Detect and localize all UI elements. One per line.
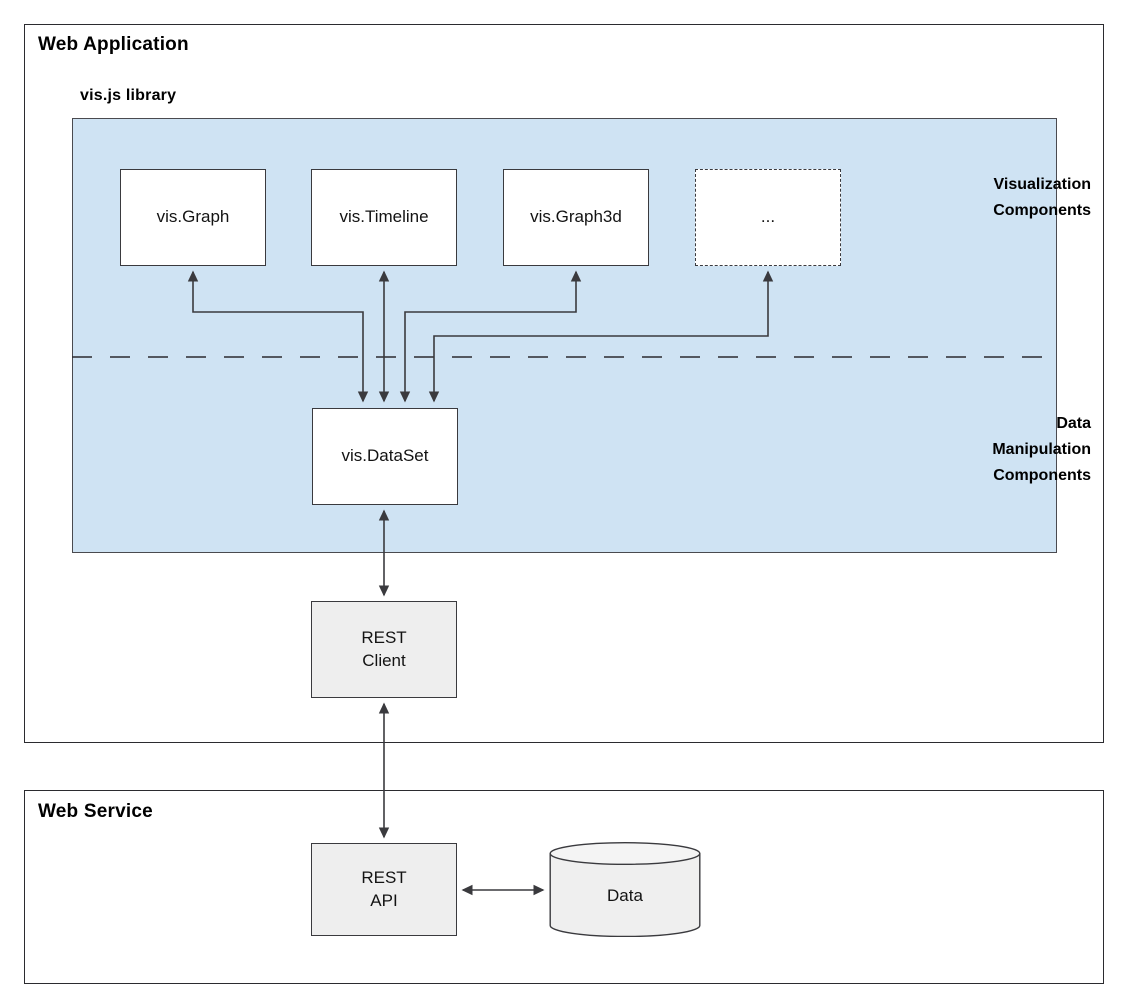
node-vis-dataset[interactable]: vis.DataSet xyxy=(312,408,458,505)
frame-title-web-application: Web Application xyxy=(38,34,189,55)
frame-web-service xyxy=(24,790,1104,984)
node-vis-graph[interactable]: vis.Graph xyxy=(120,169,266,266)
node-vis-graph3d[interactable]: vis.Graph3d xyxy=(503,169,649,266)
node-rest-api[interactable]: REST API xyxy=(311,843,457,936)
node-more-components[interactable]: ... xyxy=(695,169,841,266)
node-more-components-label: ... xyxy=(760,207,776,227)
node-vis-dataset-label: vis.DataSet xyxy=(341,446,429,466)
database-cylinder-icon xyxy=(549,841,701,938)
label-visualization-components: Visualization Components xyxy=(993,176,1091,219)
node-data-store-label: Data xyxy=(607,885,643,905)
node-vis-timeline[interactable]: vis.Timeline xyxy=(311,169,457,266)
node-rest-client[interactable]: REST Client xyxy=(311,601,457,698)
frame-web-application xyxy=(24,24,1104,743)
node-vis-timeline-label: vis.Timeline xyxy=(339,207,429,227)
panel-title-visjs-library: vis.js library xyxy=(80,87,177,104)
node-vis-graph3d-label: vis.Graph3d xyxy=(530,207,622,227)
node-vis-graph-label: vis.Graph xyxy=(156,207,230,227)
node-data-store[interactable]: Data xyxy=(549,841,701,938)
label-data-manipulation-components: Data Manipulation Components xyxy=(992,415,1091,484)
node-rest-client-label: REST Client xyxy=(361,627,407,670)
node-rest-api-label: REST API xyxy=(361,867,407,910)
frame-title-web-service: Web Service xyxy=(38,801,153,822)
